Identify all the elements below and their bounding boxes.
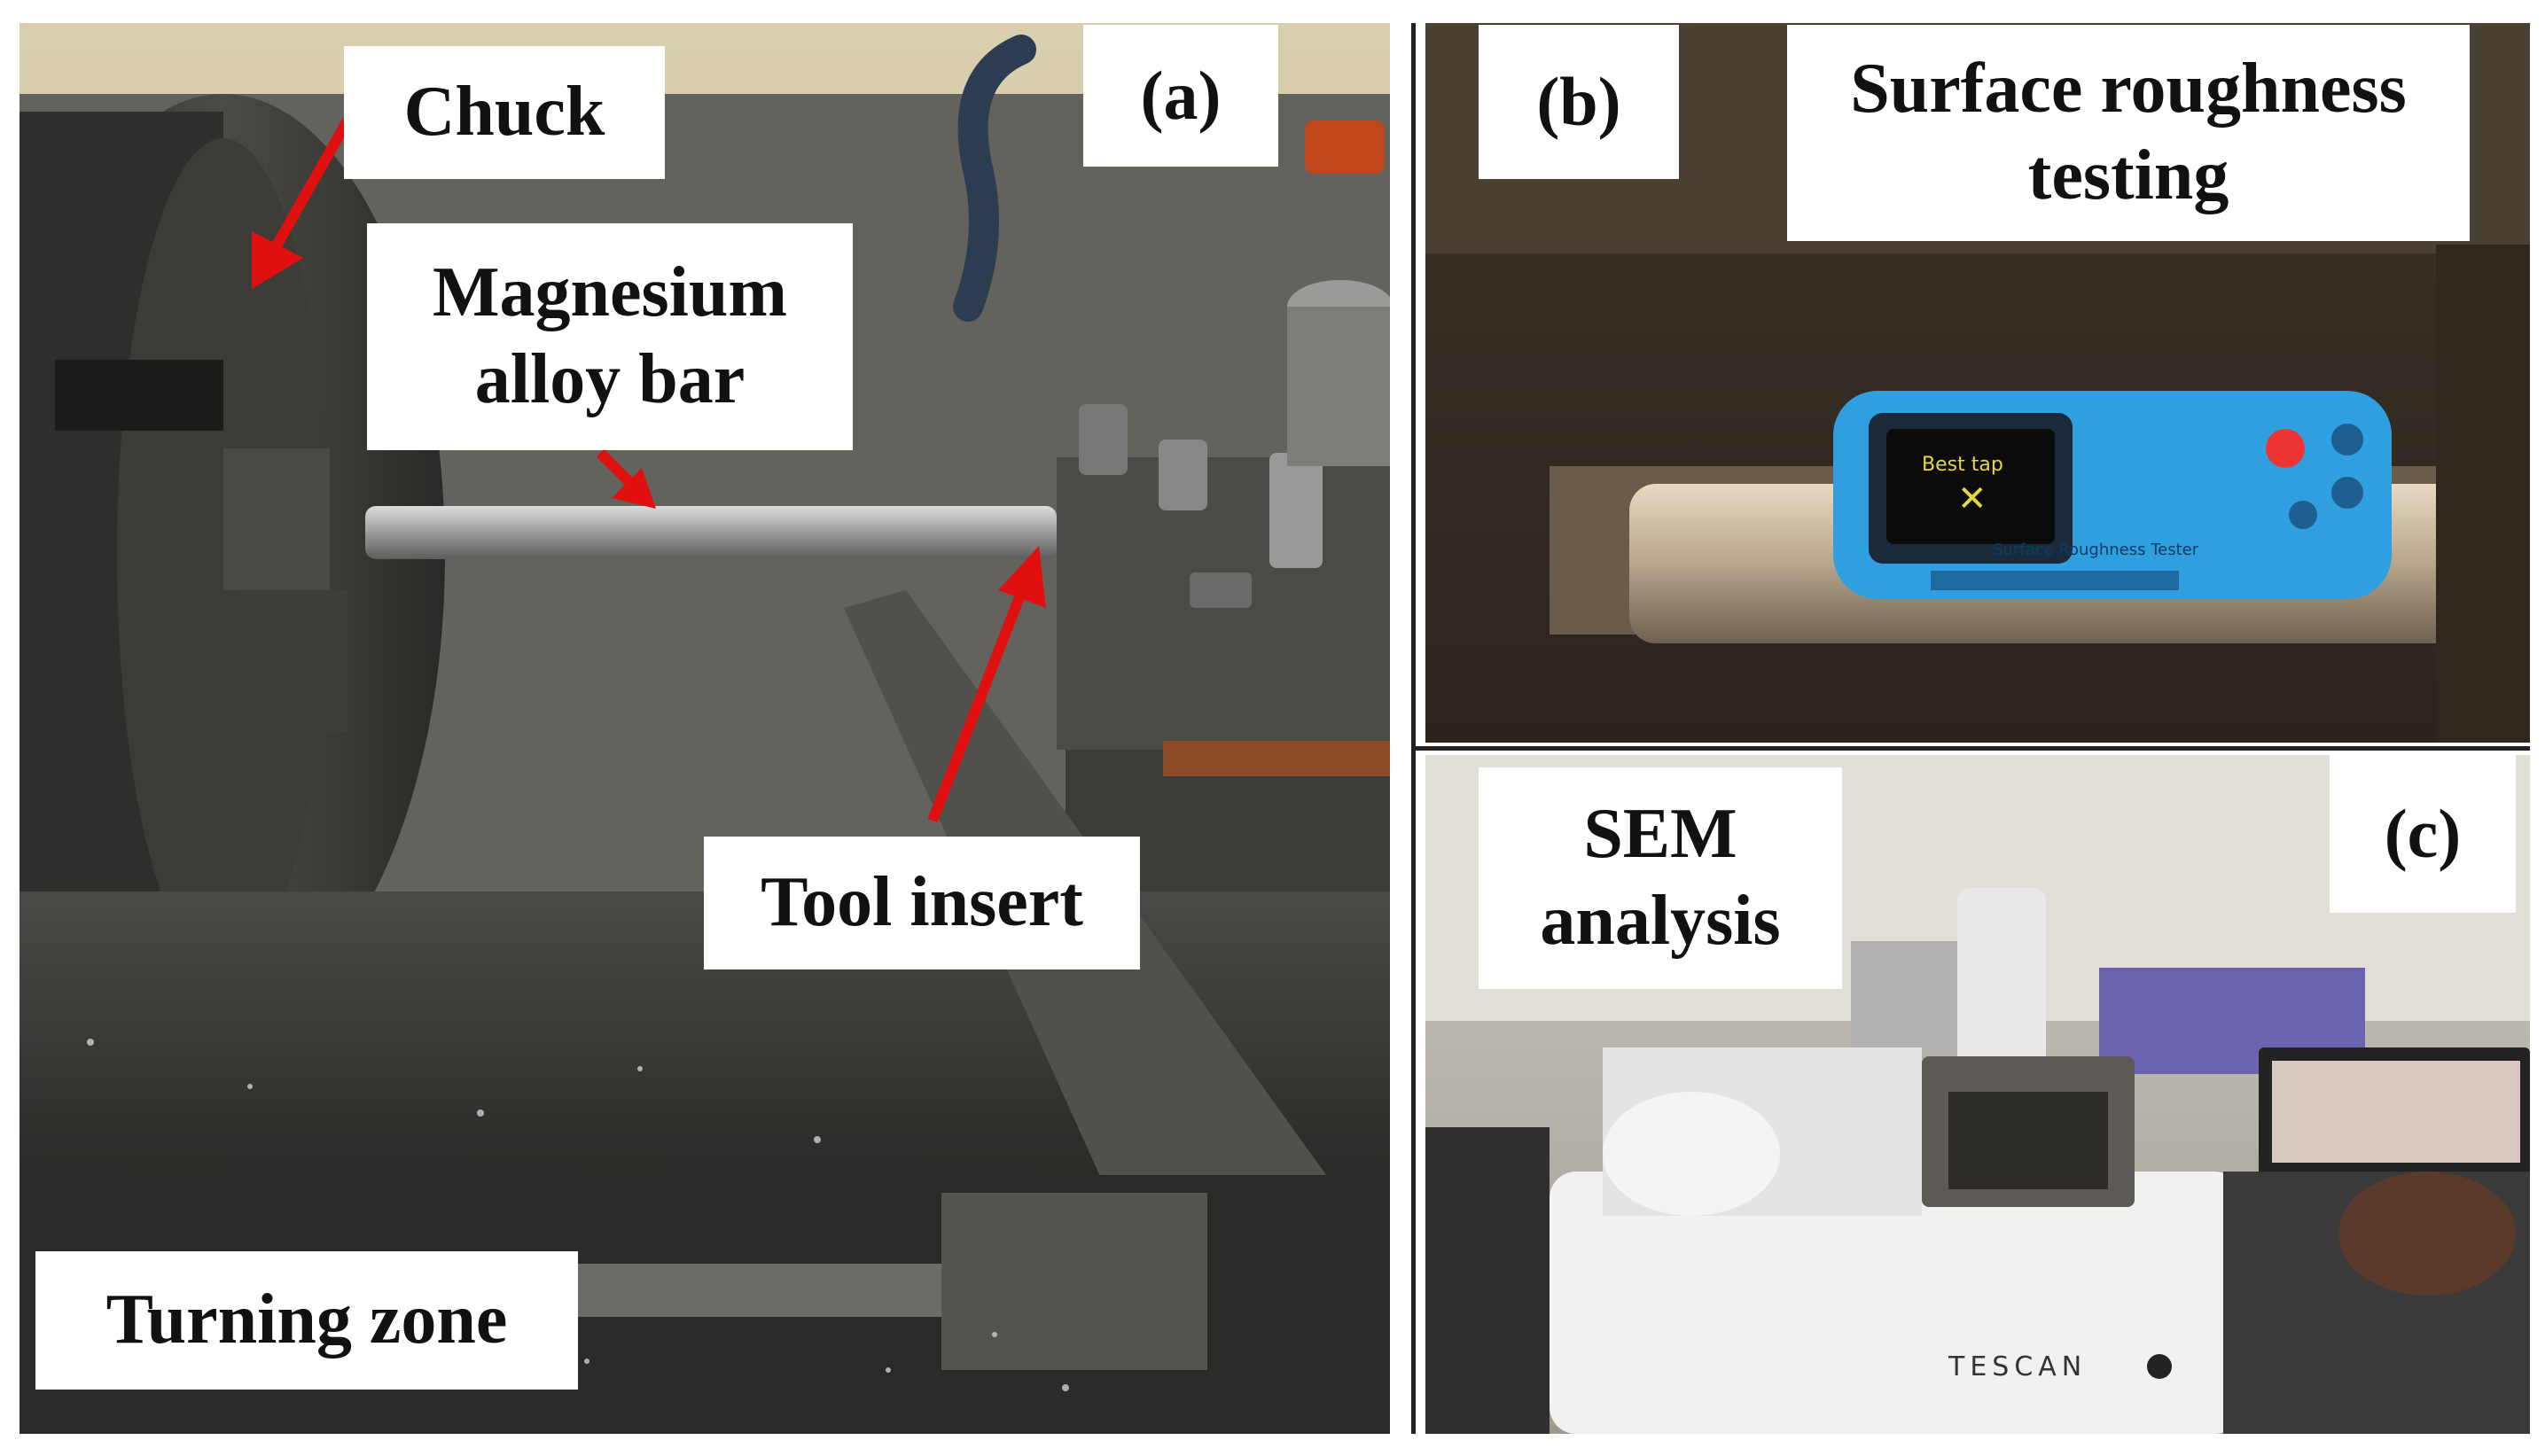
panel-divider-horizontal <box>1411 746 2530 751</box>
label-chuck: Chuck <box>344 46 665 179</box>
label-tool-insert: Tool insert <box>704 837 1140 969</box>
panel-divider-vertical <box>1411 23 1416 1434</box>
panel-label-b: (b) <box>1479 25 1679 179</box>
label-turning-zone: Turning zone <box>35 1251 578 1390</box>
sem-brand-text: TESCAN <box>1948 1351 2087 1382</box>
panel-label-c: (c) <box>2330 755 2516 913</box>
label-surface-roughness-testing: Surface roughness testing <box>1787 25 2470 241</box>
annotation-arrows <box>252 118 1046 823</box>
tester-caption: Surface Roughness Tester <box>1993 541 2199 559</box>
svg-text:Best tap: Best tap <box>1922 454 2003 476</box>
label-sem-analysis: SEM analysis <box>1479 767 1842 989</box>
label-magnesium-alloy-bar: Magnesium alloy bar <box>367 223 853 450</box>
svg-text:✕: ✕ <box>1957 479 1987 519</box>
roughness-tester-device: Best tap ✕ Surface Roughness Tester <box>1833 391 2392 599</box>
panel-a-lathe-photo <box>20 23 1390 1434</box>
lathe-photo-illustration <box>20 23 1390 1434</box>
panel-label-a: (a) <box>1083 25 1278 167</box>
